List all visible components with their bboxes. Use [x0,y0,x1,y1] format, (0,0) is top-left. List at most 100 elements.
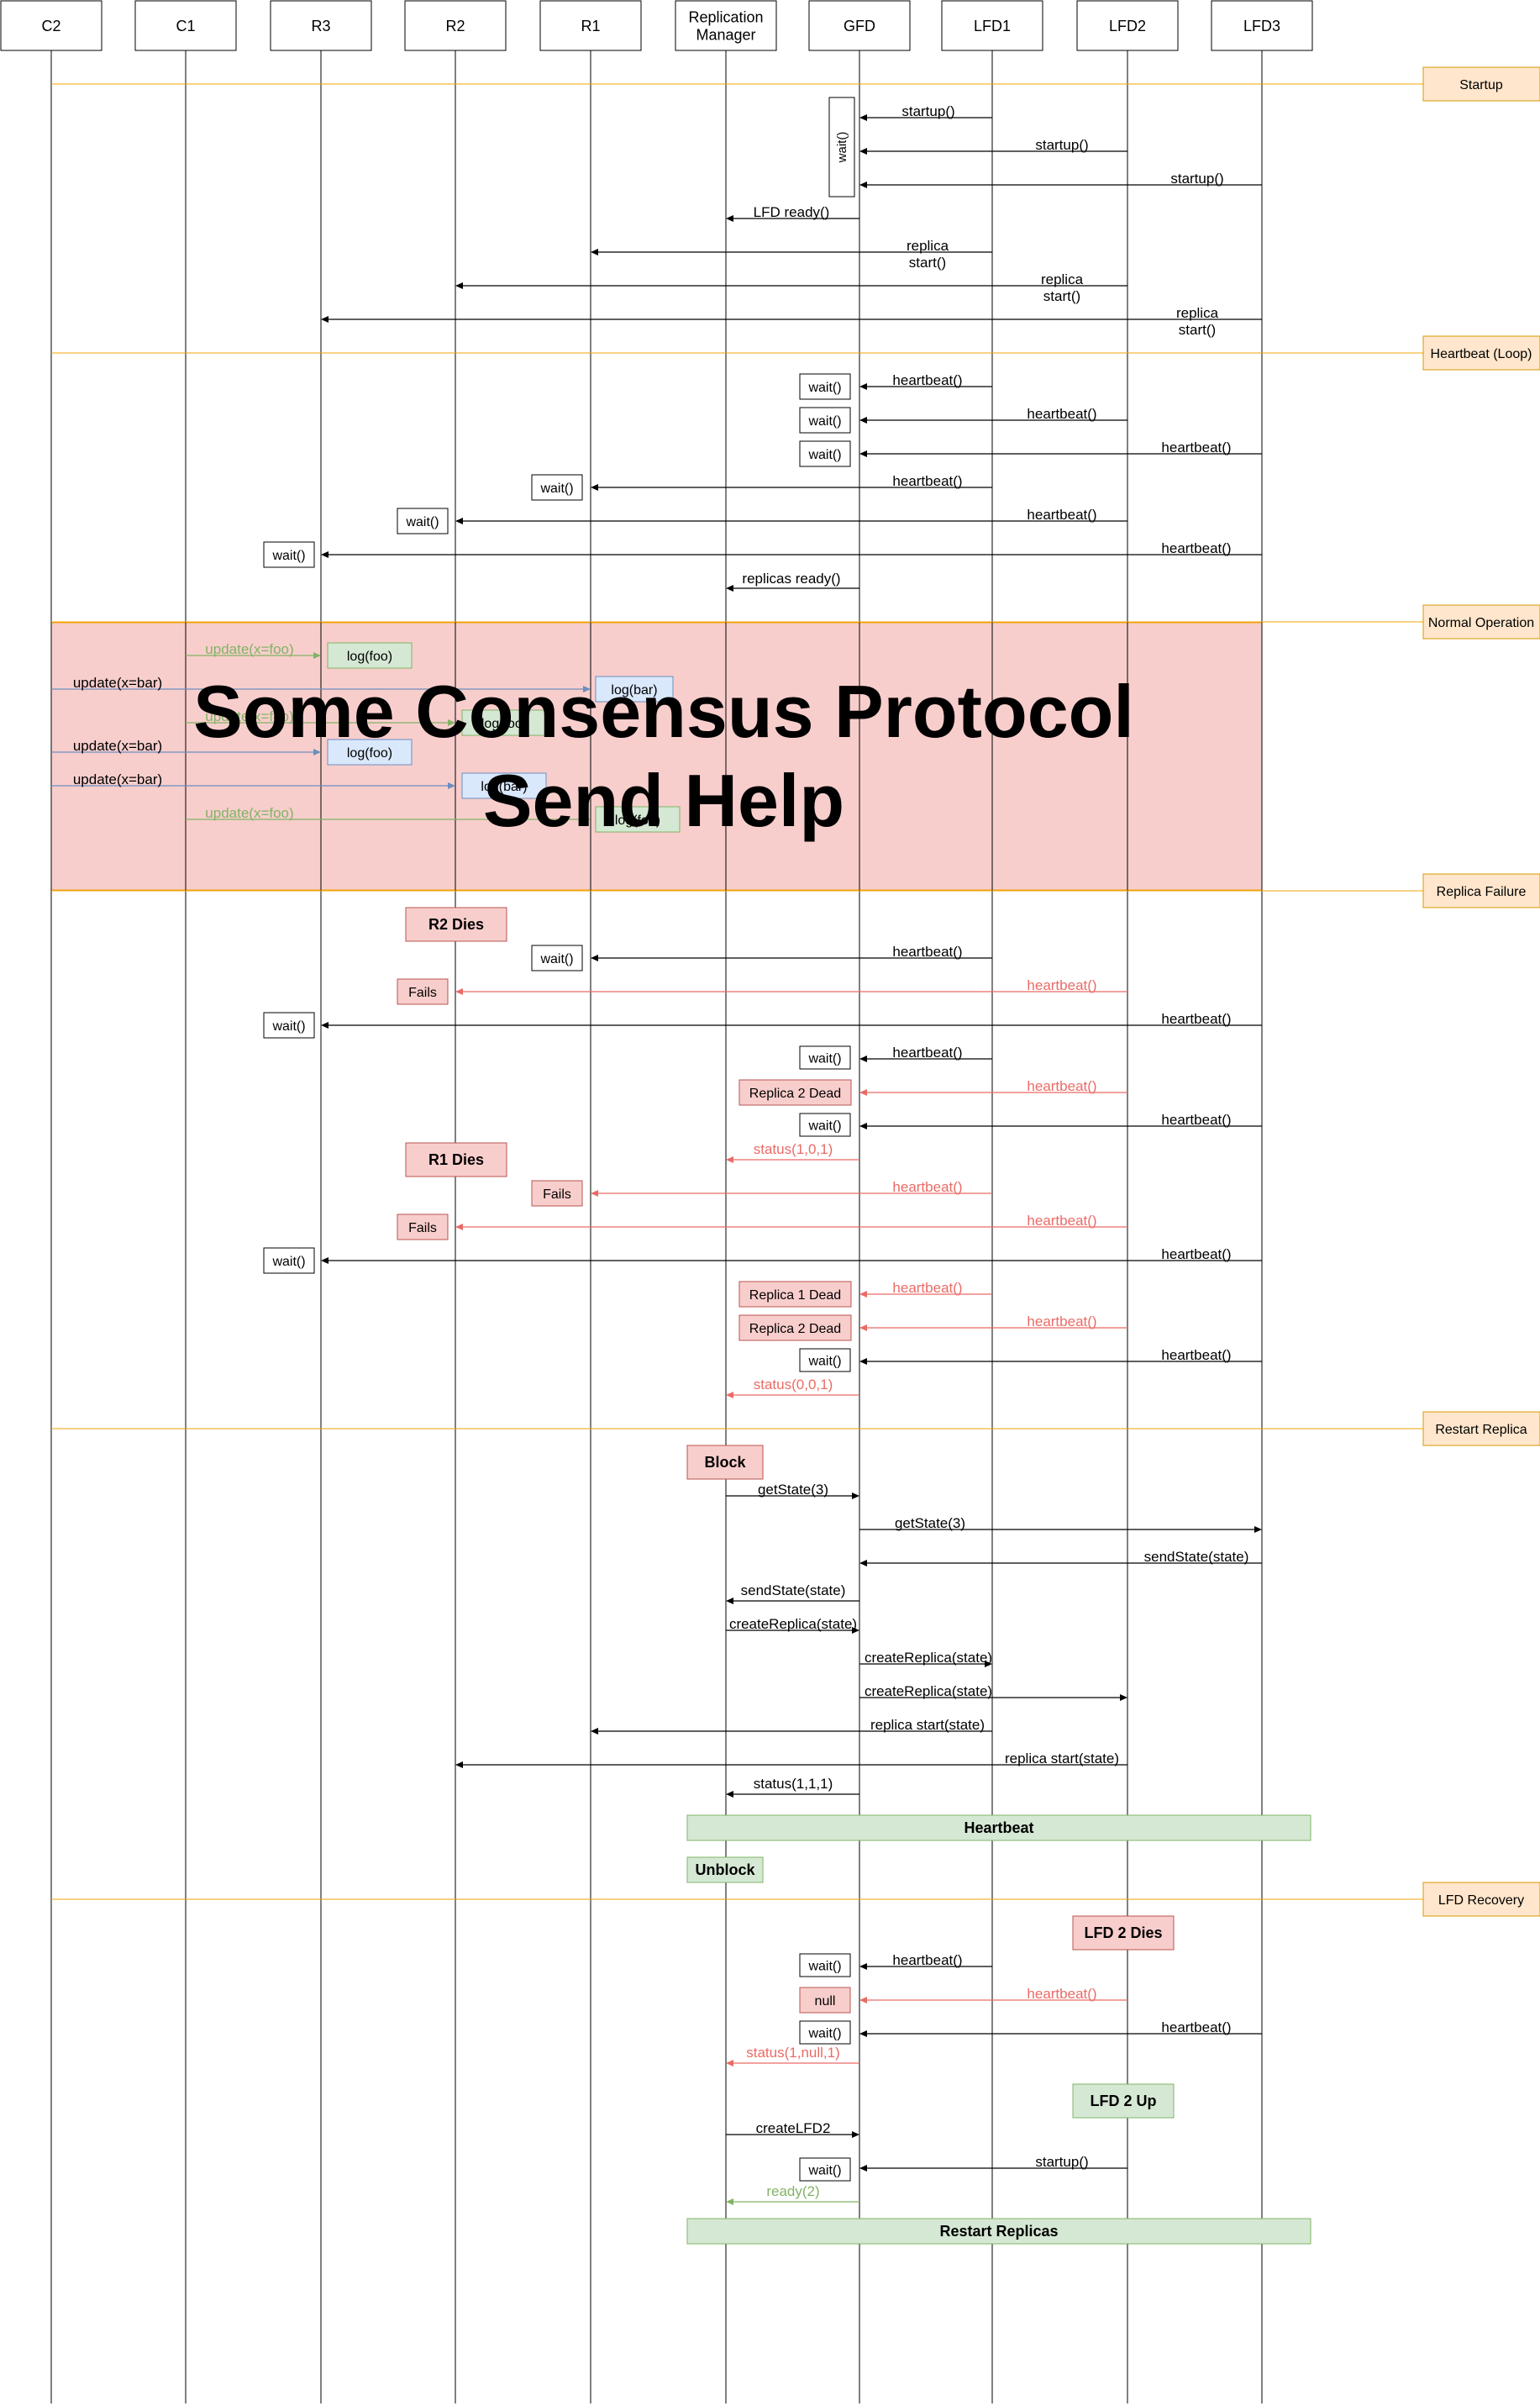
lifeline-label: GFD [844,18,875,34]
box-rect [828,97,855,197]
box-rect [799,1113,851,1137]
message-arrow: heartbeat() [859,2019,1262,2037]
arrowhead [455,988,463,995]
arrowhead [321,316,328,323]
messages-layer: startup()startup()startup()LFD ready()re… [51,103,1262,2205]
activation-box: LFD 2 Up [1072,2083,1175,2119]
box-label: R2 Dies [428,916,484,933]
box-label: wait() [539,482,573,496]
arrowhead [448,782,455,789]
arrowhead [591,484,598,491]
message-label: heartbeat() [892,944,962,960]
message-arrow: heartbeat() [455,507,1127,524]
arrowhead [859,417,867,424]
box-rect [799,1987,851,2014]
activation-box: Block [686,1445,764,1480]
message-label: heartbeat() [1161,440,1231,455]
message-arrow: heartbeat() [859,406,1127,424]
box-rect [799,2020,851,2045]
activation-box: log(foo) [327,739,413,766]
lifeline-head-gfd [808,0,911,51]
message-label: startup() [1035,137,1088,153]
arrowhead [321,1022,328,1029]
arrowhead [1254,1526,1262,1533]
arrowhead [859,1123,867,1129]
message-arrow: status(1,1,1) [726,1776,859,1798]
overlay-title: Some Consensus Protocol [193,670,1134,753]
message-label: replicas ready() [742,571,840,587]
activation-box: wait() [799,373,851,400]
box-label: null [815,1994,836,2009]
arrowhead [859,114,867,121]
box-label: wait() [807,1960,841,1974]
box-rect [461,772,547,799]
box-rect [263,1012,315,1039]
message-arrow: update(x=foo) [186,708,455,726]
arrowhead [313,749,321,755]
message-arrow: heartbeat() [859,1045,992,1062]
message-arrow: status(1,null,1) [726,2045,859,2066]
message-label: heartbeat() [892,1045,962,1061]
box-rect [799,407,851,434]
message-label: heartbeat() [1027,1213,1096,1229]
message-arrow: heartbeat() [591,944,992,961]
activation-box: R1 Dies [405,1142,507,1177]
box-label: wait() [807,381,841,395]
section-label: Startup [1459,78,1503,92]
section-tag [1422,1411,1540,1446]
message-label: heartbeat() [892,473,962,489]
normal-operation-band-layer [50,622,1263,891]
message-label: update(x=foo) [205,708,293,724]
message-label: status(1,1,1) [754,1776,833,1792]
activation-box: log(bar) [595,676,674,703]
message-arrow: update(x=foo) [186,805,591,823]
arrowhead [583,686,591,692]
message-arrow: heartbeat() [859,1986,1127,2003]
message-arrow: replicas ready() [726,571,859,592]
box-label: Replica 2 Dead [749,1322,841,1336]
arrowhead [591,1190,598,1197]
arrowhead [726,1156,733,1163]
lifeline-label: R3 [311,18,330,34]
activation-box: wait() [799,2020,851,2045]
activation-box: Fails [397,978,449,1005]
message-label: heartbeat() [1027,507,1096,523]
box-rect [799,440,851,467]
message-label: createReplica(state) [865,1683,992,1699]
arrowhead [852,1627,859,1634]
overlay-layer: Some Consensus Protocol Send Help [193,670,1134,842]
message-label: startup() [1170,171,1223,187]
message-arrow: heartbeat() [455,977,1127,995]
message-label: status(1,0,1) [754,1141,833,1157]
message-label: replica start(state) [1005,1751,1119,1766]
message-label: update(x=bar) [73,771,162,787]
activation-box: Replica 2 Dead [738,1314,852,1341]
lifeline-head-c2 [0,0,102,51]
arrowhead [859,1358,867,1365]
message-label: update(x=foo) [205,805,293,821]
arrowhead [321,1257,328,1264]
activation-box: wait() [799,440,851,467]
arrowhead [455,282,463,289]
section-tag [1422,66,1540,102]
arrowhead [859,2030,867,2037]
box-rect [686,2218,1311,2245]
box-label: wait() [271,549,305,563]
box-rect [531,945,583,971]
message-label: heartbeat() [1161,1246,1231,1262]
box-label: log(foo) [347,746,392,761]
lifeline-label: R1 [581,18,600,34]
activation-box: Replica 1 Dead [738,1281,852,1308]
activation-box: R2 Dies [405,907,507,942]
message-label: heartbeat() [892,1952,962,1968]
arrowhead [859,1963,867,1970]
arrowhead [591,249,598,255]
box-label: wait() [807,414,841,429]
message-label: heartbeat() [892,372,962,388]
message-label: heartbeat() [892,1280,962,1296]
message-arrow: createReplica(state) [726,1616,859,1634]
message-arrow: update(x=bar) [51,771,455,789]
